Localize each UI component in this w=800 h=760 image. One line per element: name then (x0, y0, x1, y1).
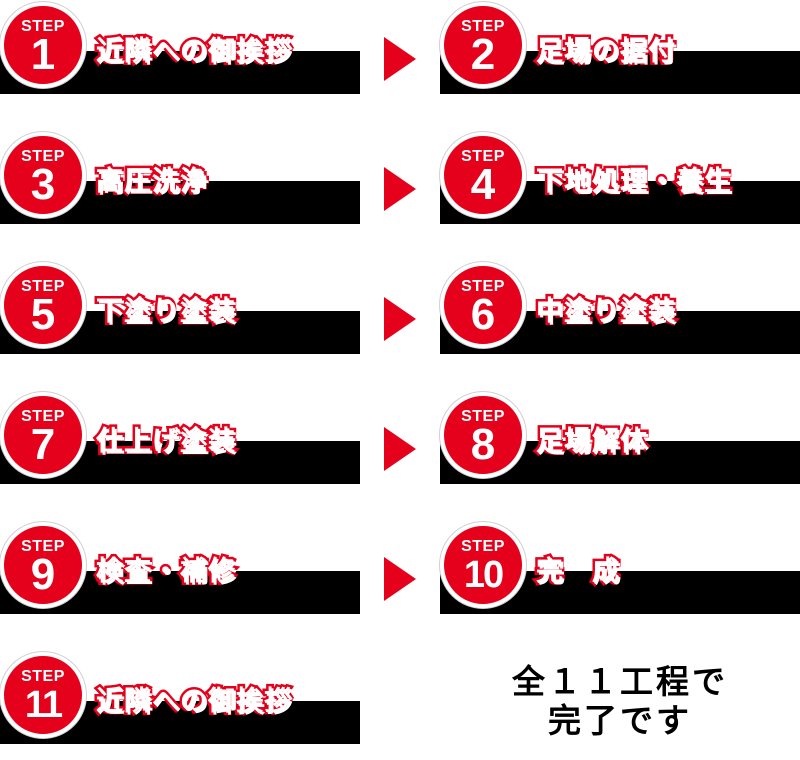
step-word: STEP (461, 17, 505, 35)
step-badge: STEP 3 (0, 132, 86, 218)
step-label: 足場解体 (534, 424, 650, 460)
step-card-9: STEP 9 検査・補修 (0, 522, 360, 614)
triangle-right-icon (384, 427, 416, 471)
step-word: STEP (21, 147, 65, 165)
step-word: STEP (461, 537, 505, 555)
step-number: 11 (24, 683, 63, 726)
completion-line-1: 全１１工程で (512, 662, 728, 701)
completion-message: 全１１工程で 完了です (440, 662, 800, 740)
triangle-right-icon (384, 297, 416, 341)
step-card-7: STEP 7 仕上げ塗装 (0, 392, 360, 484)
step-word: STEP (461, 277, 505, 295)
step-number: 8 (470, 419, 496, 469)
step-badge: STEP 9 (0, 522, 86, 608)
step-badge: STEP 5 (0, 262, 86, 348)
step-badge: STEP 4 (440, 132, 526, 218)
completion-line-2: 完了です (548, 701, 692, 740)
step-label: 下塗り塗装 (94, 294, 238, 330)
step-label: 高圧洗浄 (94, 164, 210, 200)
triangle-right-icon (384, 167, 416, 211)
step-label: 仕上げ塗装 (94, 424, 238, 460)
step-number: 9 (30, 549, 56, 599)
step-card-3: STEP 3 高圧洗浄 (0, 132, 360, 224)
step-label: 近隣への御挨拶 (94, 684, 294, 720)
step-label: 下地処理・養生 (534, 164, 734, 200)
step-number: 1 (30, 29, 56, 79)
step-word: STEP (461, 407, 505, 425)
step-card-5: STEP 5 下塗り塗装 (0, 262, 360, 354)
step-card-1: STEP 1 近隣への御挨拶 (0, 2, 360, 94)
step-label: 足場の据付 (534, 34, 678, 70)
step-badge: STEP 6 (440, 262, 526, 348)
step-number: 6 (470, 289, 496, 339)
step-card-4: STEP 4 下地処理・養生 (440, 132, 800, 224)
step-number: 7 (30, 419, 56, 469)
step-badge: STEP 8 (440, 392, 526, 478)
step-word: STEP (21, 17, 65, 35)
step-word: STEP (461, 147, 505, 165)
triangle-right-icon (384, 37, 416, 81)
step-number: 4 (470, 159, 496, 209)
step-label: 検査・補修 (94, 554, 238, 590)
step-word: STEP (21, 277, 65, 295)
step-card-8: STEP 8 足場解体 (440, 392, 800, 484)
step-card-11: STEP 11 近隣への御挨拶 (0, 652, 360, 744)
step-badge: STEP 10 (440, 522, 526, 608)
step-card-10: STEP 10 完 成 (440, 522, 800, 614)
step-card-2: STEP 2 足場の据付 (440, 2, 800, 94)
step-badge: STEP 7 (0, 392, 86, 478)
step-number: 10 (463, 553, 504, 596)
step-word: STEP (21, 537, 65, 555)
step-number: 5 (30, 289, 56, 339)
step-badge: STEP 11 (0, 652, 86, 738)
step-number: 3 (30, 159, 56, 209)
step-label: 完 成 (534, 554, 622, 590)
triangle-right-icon (384, 557, 416, 601)
step-card-6: STEP 6 中塗り塗装 (440, 262, 800, 354)
step-number: 2 (470, 29, 496, 79)
step-label: 中塗り塗装 (534, 294, 678, 330)
step-word: STEP (21, 407, 65, 425)
step-badge: STEP 1 (0, 2, 86, 88)
step-label: 近隣への御挨拶 (94, 34, 294, 70)
step-badge: STEP 2 (440, 2, 526, 88)
step-word: STEP (21, 667, 65, 685)
